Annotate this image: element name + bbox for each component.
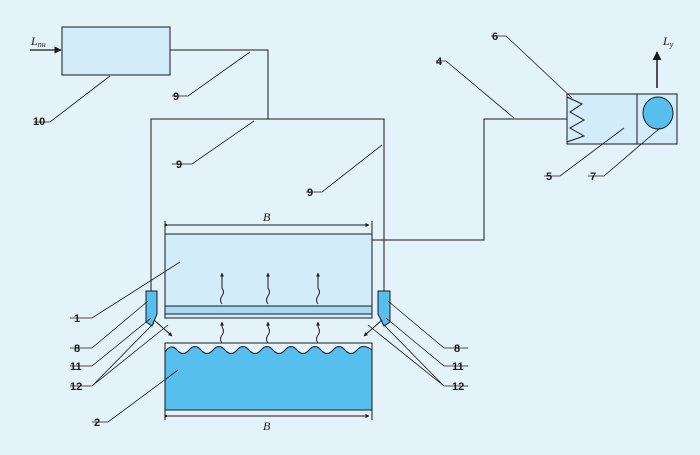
label-12-right: 12	[452, 381, 464, 393]
leader-10	[34, 75, 111, 123]
leader-11-right	[385, 317, 468, 367]
vapor-arrow-upper-1	[220, 272, 224, 305]
label-9-right: 9	[307, 187, 313, 199]
leader-6	[491, 35, 573, 99]
width-label-bottom: B	[263, 419, 271, 433]
input-signal-label: Lпн	[30, 34, 46, 49]
label-11-right: 11	[452, 361, 464, 373]
liquid-body-2	[164, 346, 373, 411]
leader-1	[70, 261, 181, 319]
output-signal-main: L	[662, 34, 670, 48]
label-11-left: 11	[70, 361, 82, 373]
label-1: 1	[74, 313, 80, 325]
label-2: 2	[94, 417, 100, 429]
label-9-top: 9	[173, 91, 179, 103]
leader-12-left-a	[70, 322, 155, 387]
label-6: 6	[492, 31, 498, 43]
vapor-arrow-lower-3	[316, 321, 320, 344]
vapor-arrow-lower-1	[220, 321, 224, 344]
leader-8-right	[387, 300, 468, 349]
vapor-arrow-upper-2	[266, 272, 270, 305]
leader-12-right-b	[367, 324, 445, 387]
wire-9-frame	[150, 118, 385, 291]
beam-arrow-left	[153, 319, 173, 337]
label-5: 5	[546, 171, 552, 183]
vapor-arrow-lower-2	[266, 321, 270, 344]
vapor-arrow-upper-3	[316, 272, 320, 305]
leader-12-left-b	[91, 324, 169, 387]
leader-9-right	[306, 144, 383, 193]
label-4: 4	[436, 56, 443, 68]
label-12-left: 12	[70, 381, 82, 393]
wire-9-top	[170, 49, 269, 119]
leader-9-top	[172, 51, 251, 97]
input-signal-sub: пн	[38, 40, 46, 49]
vessel-2	[164, 342, 373, 411]
leader-7	[588, 127, 661, 177]
leader-9-mid	[172, 120, 255, 165]
beam-arrow-right	[363, 319, 383, 337]
output-signal-sub: у	[669, 40, 674, 49]
leader-4	[436, 60, 515, 119]
label-8-right: 8	[454, 343, 460, 355]
input-signal-main: L	[30, 34, 38, 48]
leader-8-left	[70, 300, 149, 349]
label-8-left: 8	[74, 343, 80, 355]
circle-element-7	[642, 96, 674, 130]
label-7: 7	[590, 171, 596, 183]
leader-2	[92, 369, 179, 423]
label-10: 10	[33, 116, 45, 128]
leader-11-left	[70, 317, 152, 367]
emitter-8-right	[377, 290, 391, 327]
block-1-strip	[164, 305, 373, 315]
leader-5	[544, 127, 625, 177]
label-9-mid: 9	[176, 159, 182, 171]
zigzag-element-6	[566, 96, 586, 143]
output-signal-label: Lу	[662, 34, 674, 49]
width-label-top: B	[263, 210, 271, 224]
block-10	[61, 26, 171, 76]
wire-4	[372, 118, 567, 241]
